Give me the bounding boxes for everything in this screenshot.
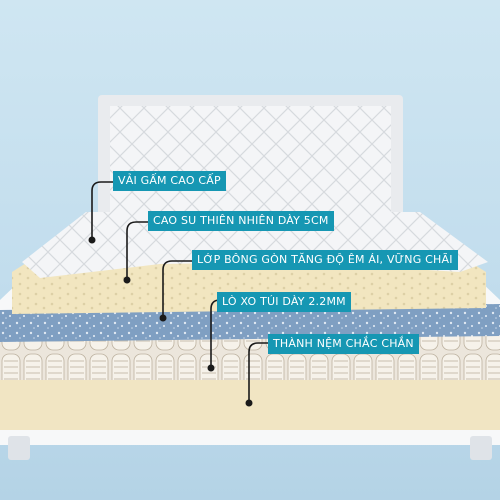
callout-label-springs: LÒ XO TÚI DÀY 2.2MM <box>217 292 351 312</box>
cotton-layer <box>0 304 500 342</box>
latex-foam-layer <box>12 258 486 314</box>
callout-label-cotton: LỚP BÔNG GÒN TĂNG ĐỘ ÊM ÁI, VỮNG CHÃI <box>192 250 458 270</box>
callout-label-latex: CAO SU THIÊN NHIÊN DÀY 5CM <box>148 211 334 231</box>
callout-label-side-wall: THÀNH NỆM CHẮC CHẮN <box>268 334 419 354</box>
callout-label-fabric: VẢI GẤM CAO CẤP <box>113 171 226 191</box>
callout-dots <box>88 236 253 407</box>
